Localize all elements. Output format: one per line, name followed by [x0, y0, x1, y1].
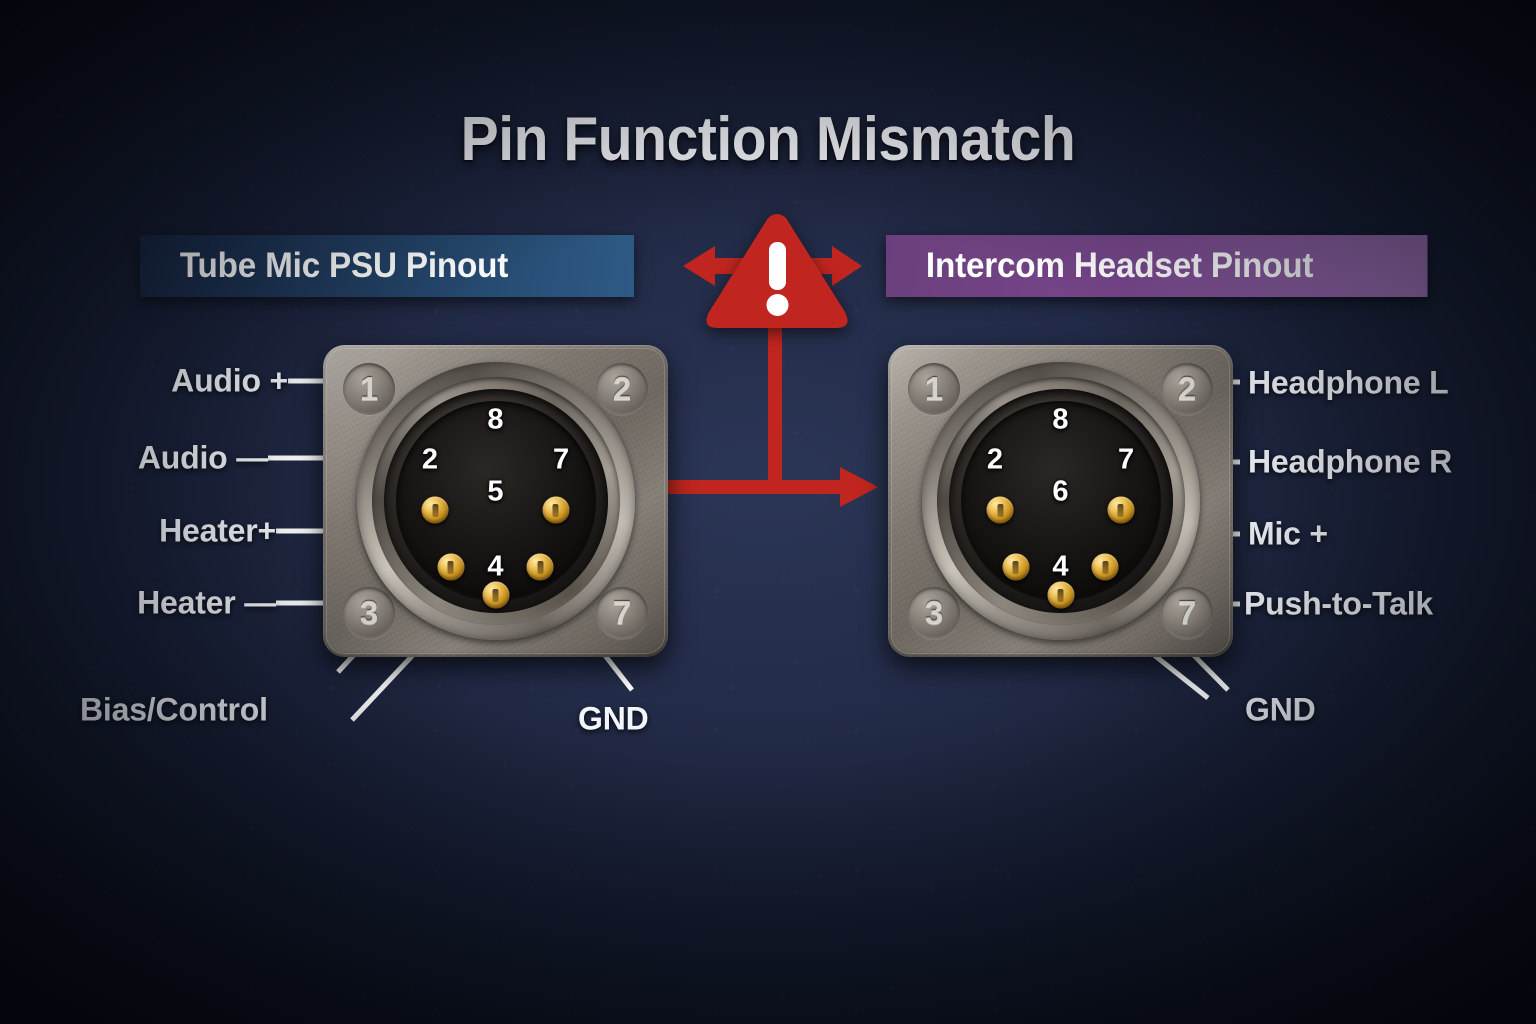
pin-number-2: 2	[986, 443, 1004, 476]
pin-number-6: 6	[1052, 475, 1069, 508]
warning-triangle-icon	[703, 206, 851, 334]
callout-heater-plus: Heater+	[159, 512, 276, 549]
connector-pin	[437, 553, 465, 581]
callout-headphone-r: Headphone R	[1248, 443, 1453, 480]
corner-mark-1: 1	[908, 363, 960, 415]
corner-mark-7: 7	[1161, 587, 1213, 639]
corner-mark-3: 3	[908, 587, 960, 639]
corner-mark-7: 7	[596, 587, 648, 639]
connector-pin	[1047, 581, 1074, 609]
pin-number-2: 2	[421, 443, 439, 476]
connector-pin	[1091, 553, 1119, 581]
corner-mark-1: 1	[343, 363, 395, 415]
page-title: Pin Function Mismatch	[460, 105, 1076, 174]
connector-pin	[542, 496, 570, 524]
connector-pin	[1002, 553, 1030, 581]
callout-audio-plus: Audio +	[171, 362, 288, 399]
corner-mark-2: 2	[596, 363, 648, 415]
callout-mic-plus: Mic +	[1248, 515, 1328, 552]
corner-mark-2: 2	[1161, 363, 1213, 415]
connector-pin	[482, 581, 509, 609]
connector-pin	[526, 553, 554, 581]
horizontal-connector-line	[653, 480, 843, 494]
pin-number-7: 7	[552, 443, 570, 476]
vertical-connector-line	[768, 327, 782, 492]
pin-number-7: 7	[1117, 443, 1135, 476]
connector-pin	[1107, 496, 1135, 524]
banner-right-label: Intercom Headset Pinout	[925, 246, 1314, 285]
callout-gnd-left: GND	[578, 700, 649, 737]
callout-gnd-right: GND	[1245, 691, 1316, 728]
pin-number-8: 8	[487, 403, 504, 436]
callout-audio-minus: Audio —	[137, 439, 268, 476]
corner-mark-3: 3	[343, 587, 395, 639]
banner-tube-mic-psu: Tube Mic PSU Pinout	[140, 235, 634, 297]
pin-number-4: 4	[1052, 550, 1069, 583]
connector-pin	[421, 496, 449, 524]
pin-number-8: 8	[1052, 403, 1069, 436]
banner-left-label: Tube Mic PSU Pinout	[179, 246, 509, 285]
connector-pin	[986, 496, 1014, 524]
pin-number-5: 5	[487, 475, 504, 508]
pin-number-4: 4	[487, 550, 504, 583]
callout-headphone-l: Headphone L	[1248, 364, 1449, 401]
callout-heater-minus: Heater —	[137, 584, 276, 621]
banner-intercom-headset: Intercom Headset Pinout	[886, 235, 1428, 297]
arrow-to-right-connector-icon	[840, 467, 878, 507]
callout-bias-control: Bias/Control	[80, 691, 268, 728]
callout-push-to-talk: Push-to-Talk	[1244, 585, 1434, 622]
